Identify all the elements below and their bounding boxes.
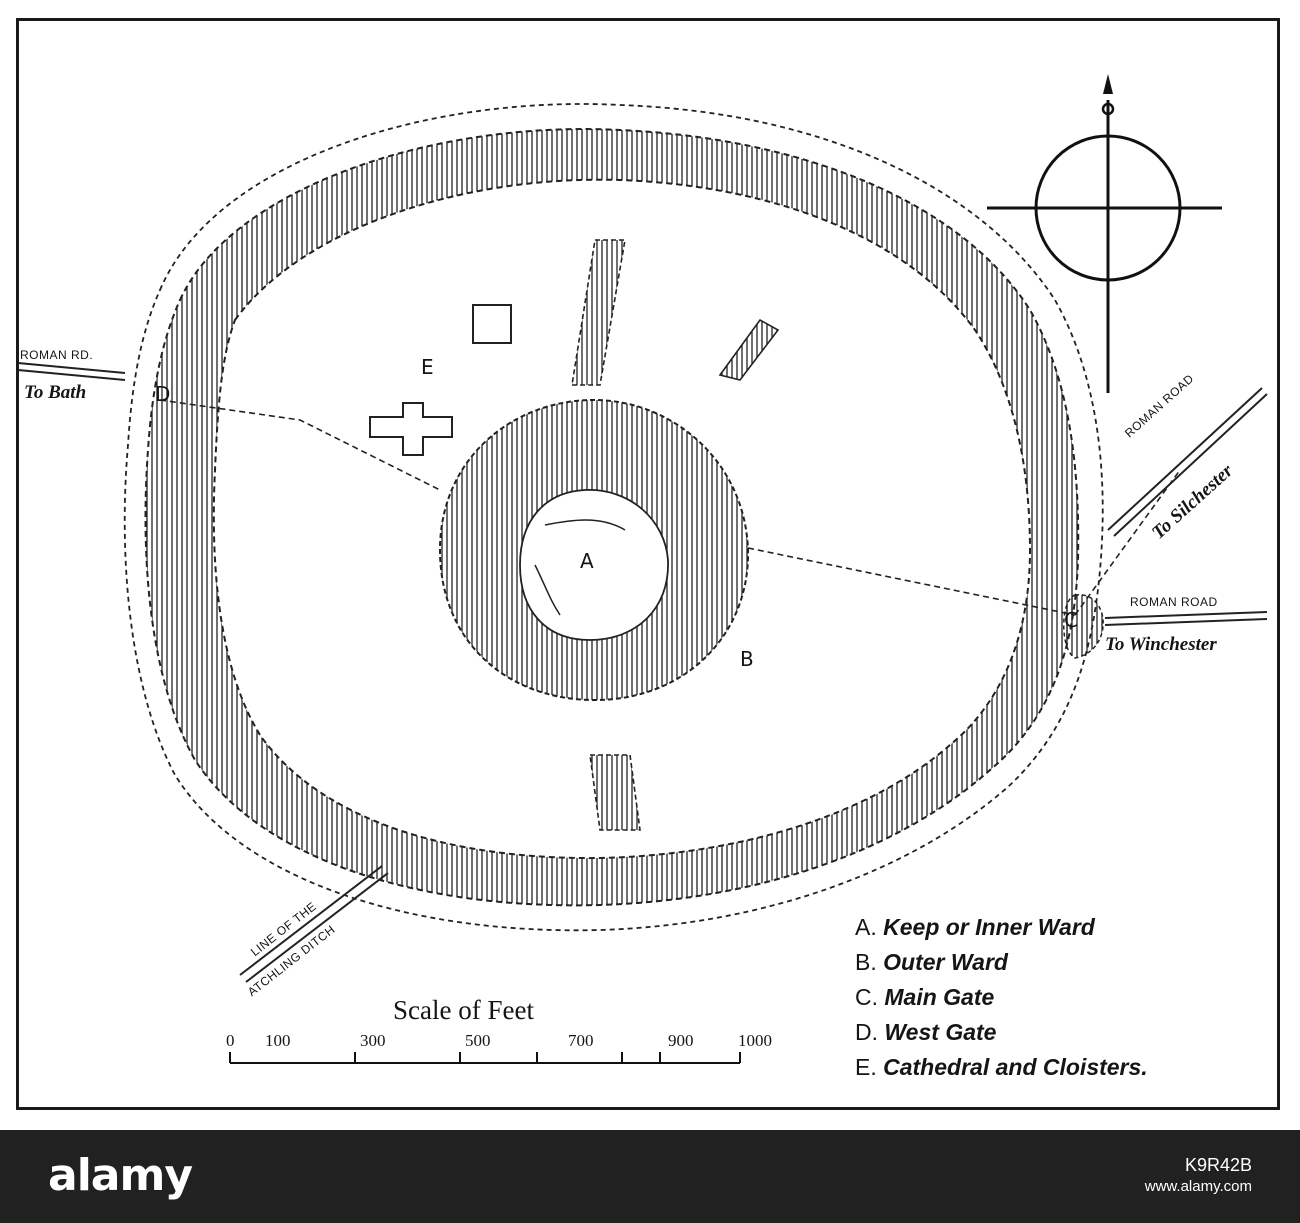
legend: A. Keep or Inner Ward B. Outer Ward C. M… [855,910,1148,1085]
outer-rampart [123,103,1104,932]
legend-key: C. [855,984,878,1010]
site-plan-drawing [17,74,1268,1064]
scale-tick: 500 [465,1031,491,1050]
legend-item-e: E. Cathedral and Cloisters. [855,1050,1148,1085]
legend-item-d: D. West Gate [855,1015,1148,1050]
cathedral-and-cloisters [369,304,512,456]
legend-key: B. [855,949,877,975]
road-bath-heading: ROMAN RD. [20,348,94,362]
scale-tick: 700 [568,1031,594,1050]
road-bath-town: To Bath [24,382,87,403]
inner-ward-keep [438,398,750,702]
roman-roads [17,362,1268,983]
label-a: A [580,549,594,573]
label-e: E [421,355,434,379]
legend-key: D. [855,1019,878,1045]
road-winchester-town: To Winchester [1105,634,1217,655]
watermark-bar [0,1130,1300,1223]
scale-tick: 100 [265,1031,291,1050]
legend-item-b: B. Outer Ward [855,945,1148,980]
label-c: C [1064,608,1078,632]
watermark-url: www.alamy.com [1144,1178,1252,1195]
trackways [159,399,1181,616]
scale-title: Scale of Feet [393,995,534,1025]
scale-tick: 300 [360,1031,386,1050]
image-id: K9R42B [1184,1155,1252,1175]
legend-label: Keep or Inner Ward [883,914,1095,940]
legend-item-c: C. Main Gate [855,980,1148,1015]
scale-bar-line [229,1052,741,1064]
north-compass-icon [987,74,1222,393]
label-b: B [740,647,754,671]
label-d: D [155,382,171,406]
scale-tick: 1000 [738,1031,772,1050]
legend-key: A. [855,914,877,940]
legend-label: Outer Ward [883,949,1008,975]
road-winchester-heading: ROMAN ROAD [1130,595,1218,609]
legend-item-a: A. Keep or Inner Ward [855,910,1148,945]
legend-label: Main Gate [884,984,995,1010]
legend-key: E. [855,1054,877,1080]
cross-banks [571,239,780,831]
main-gate-bastion [1063,594,1104,659]
scale-tick: 900 [668,1031,694,1050]
scale-tick: 0 [226,1031,235,1050]
image-id-block: K9R42B www.alamy.com [1145,1155,1252,1195]
legend-label: West Gate [884,1019,997,1045]
alamy-logo: alamy [48,1150,193,1201]
legend-label: Cathedral and Cloisters. [883,1054,1148,1080]
